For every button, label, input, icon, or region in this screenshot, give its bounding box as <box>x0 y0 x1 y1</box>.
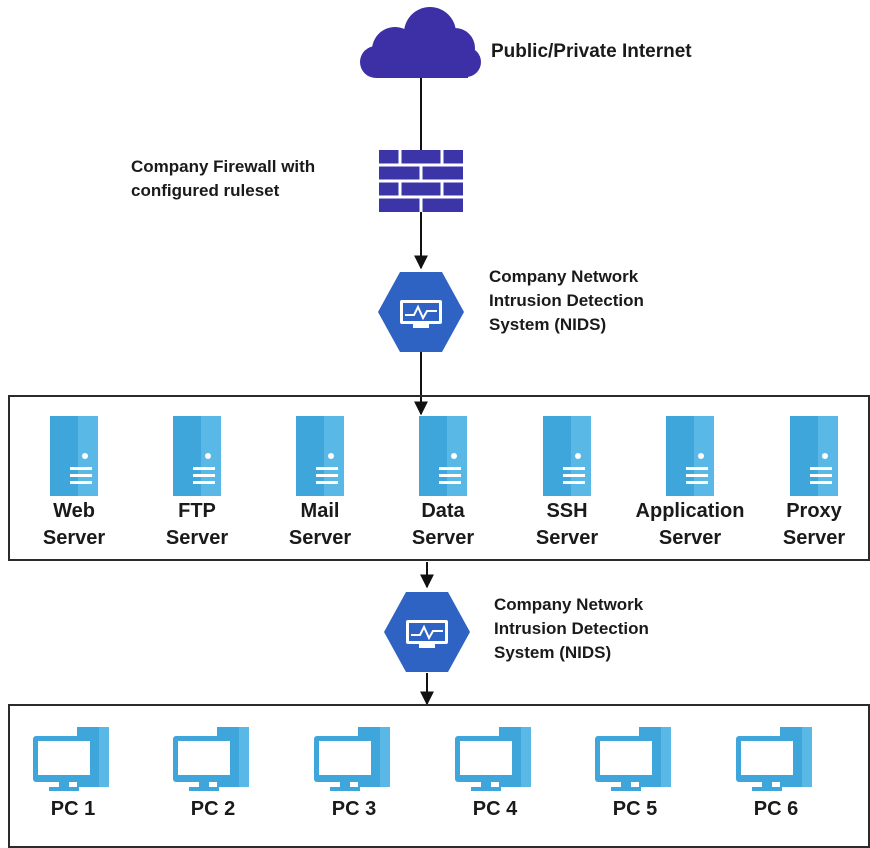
server-label-line: Server <box>165 527 229 549</box>
server-label-ftp: FTP Server <box>137 498 257 552</box>
server-icon <box>173 416 221 496</box>
server-label-application: Application Server <box>630 498 750 552</box>
firewall-label-line: configured ruleset <box>131 181 280 200</box>
server-icon <box>790 416 838 496</box>
pc-label: PC 6 <box>753 798 799 820</box>
pc-label: PC 2 <box>190 798 236 820</box>
pc-icon <box>736 727 812 791</box>
server-label-line: Server <box>535 527 599 549</box>
server-label-line: FTP <box>178 500 216 522</box>
nids-bottom-label: Company Network Intrusion Detection Syst… <box>494 593 649 665</box>
pc-label: PC 5 <box>612 798 658 820</box>
server-icon <box>666 416 714 496</box>
nids-icon <box>384 592 470 672</box>
nids-icon <box>378 272 464 352</box>
server-icon <box>543 416 591 496</box>
pc-label: PC 1 <box>50 798 96 820</box>
nids-top-label: Company Network Intrusion Detection Syst… <box>489 265 644 337</box>
server-icon <box>419 416 467 496</box>
server-label-line: Server <box>288 527 352 549</box>
server-label-line: SSH <box>546 500 588 522</box>
pc-zone-box <box>8 704 870 848</box>
server-icon <box>50 416 98 496</box>
server-label-proxy: Proxy Server <box>754 498 870 552</box>
server-label-web: Web Server <box>14 498 134 552</box>
server-zone-box <box>8 395 870 561</box>
pc-icon <box>595 727 671 791</box>
nids-label-line: Company Network <box>489 267 639 286</box>
pc-icon <box>314 727 390 791</box>
server-label-line: Proxy <box>786 500 842 522</box>
server-label-line: Web <box>53 500 95 522</box>
internet-label: Public/Private Internet <box>491 41 692 62</box>
pc-label: PC 3 <box>331 798 377 820</box>
pc-icon <box>173 727 249 791</box>
nids-label-line: System (NIDS) <box>489 315 607 334</box>
nids-label-line: System (NIDS) <box>494 643 612 662</box>
server-label-line: Application <box>635 500 745 522</box>
server-label-line: Server <box>658 527 722 549</box>
server-label-mail: Mail Server <box>260 498 380 552</box>
server-label-line: Server <box>42 527 106 549</box>
server-label-ssh: SSH Server <box>507 498 627 552</box>
firewall-label-line: Company Firewall with <box>131 157 316 176</box>
nids-label-line: Company Network <box>494 595 644 614</box>
pc-label: PC 4 <box>472 798 518 820</box>
pc-icon <box>455 727 531 791</box>
server-icon <box>296 416 344 496</box>
server-label-line: Data <box>421 500 465 522</box>
server-label-line: Server <box>411 527 475 549</box>
server-label-line: Server <box>782 527 846 549</box>
cloud-icon <box>360 7 481 78</box>
nids-label-line: Intrusion Detection <box>494 619 649 638</box>
pc-icon <box>33 727 109 791</box>
server-label-data: Data Server <box>383 498 503 552</box>
firewall-label: Company Firewall with configured ruleset <box>131 155 315 203</box>
server-label-line: Mail <box>300 500 340 522</box>
nids-label-line: Intrusion Detection <box>489 291 644 310</box>
firewall-icon <box>379 150 463 212</box>
